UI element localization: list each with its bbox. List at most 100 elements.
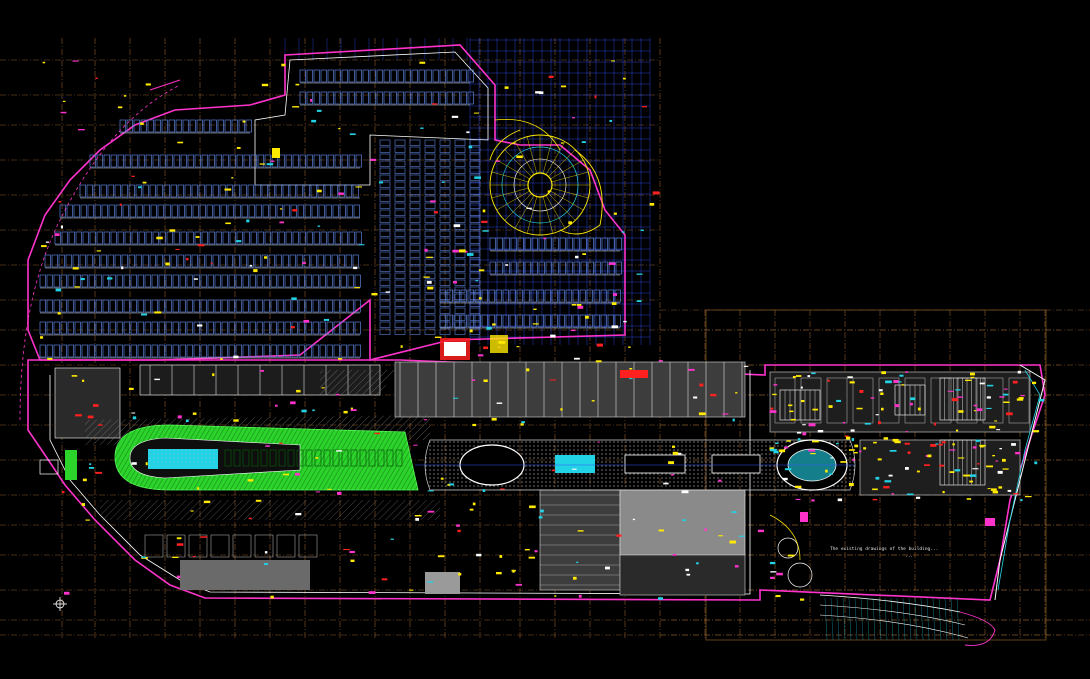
parking-stall	[469, 160, 481, 167]
annotation-mark	[905, 371, 908, 373]
annotation-mark	[548, 75, 554, 78]
annotation-mark	[543, 237, 546, 240]
annotation-mark	[773, 450, 779, 454]
annotation-mark	[916, 496, 921, 499]
annotation-mark	[197, 487, 200, 490]
annotation-mark	[58, 201, 62, 203]
annotation-mark	[872, 498, 878, 501]
parking-stall	[180, 231, 187, 245]
parking-stall	[117, 154, 124, 168]
annotation-mark	[323, 318, 330, 321]
annotation-mark	[349, 550, 355, 554]
parking-stall	[165, 299, 172, 313]
parking-stall	[404, 91, 411, 105]
parking-stall	[74, 321, 81, 335]
parking-stall	[509, 289, 516, 303]
parking-stall	[298, 344, 305, 358]
annotation-mark	[427, 581, 434, 583]
annotation-mark	[757, 529, 764, 533]
parking-stall	[404, 69, 411, 83]
parking-stall	[222, 154, 229, 168]
ramp-spoke	[542, 136, 554, 174]
parking-stall	[240, 254, 247, 268]
parking-stall	[469, 258, 481, 265]
parking-stall	[137, 299, 144, 313]
parking-stall	[144, 321, 151, 335]
parking-stall	[424, 230, 436, 237]
parking-stall	[93, 254, 100, 268]
parking-stall	[123, 321, 130, 335]
annotation-mark	[427, 490, 434, 492]
parking-stall	[39, 344, 46, 358]
parking-stall	[319, 321, 326, 335]
parking-stall	[607, 289, 614, 303]
atrium-bay	[386, 449, 394, 467]
parking-stall	[340, 274, 347, 288]
annotation-mark	[808, 423, 816, 427]
parking-stall	[454, 314, 466, 321]
parking-stall	[379, 293, 391, 300]
parking-stall	[67, 299, 74, 313]
parking-stall	[439, 314, 446, 328]
parking-stall	[334, 91, 341, 105]
step-line	[866, 597, 870, 641]
annotation-mark	[349, 133, 356, 135]
annotation-mark	[939, 464, 945, 467]
annotation-mark	[464, 250, 468, 253]
shop-unit	[298, 534, 318, 558]
parking-stall	[326, 344, 333, 358]
annotation-mark	[878, 421, 881, 425]
annotation-mark	[623, 320, 627, 323]
parking-stall	[394, 244, 406, 251]
parking-stall	[467, 91, 474, 105]
annotation-mark	[802, 432, 807, 436]
parking-stall	[131, 154, 138, 168]
parking-stall	[559, 261, 566, 275]
annotation-mark	[259, 163, 265, 165]
parking-stall	[394, 237, 406, 244]
annotation-mark	[609, 119, 613, 122]
parking-stall	[173, 154, 180, 168]
parking-stall	[615, 237, 622, 251]
annotation-mark	[259, 370, 264, 372]
parking-stall	[593, 289, 600, 303]
annotation-mark	[142, 181, 147, 184]
parking-stall	[409, 258, 421, 265]
annotation-mark	[792, 376, 796, 379]
parking-stall	[186, 299, 193, 313]
parking-stall	[130, 321, 137, 335]
annotation-mark	[851, 438, 854, 442]
parking-stall	[220, 204, 227, 218]
annotation-mark	[807, 375, 811, 378]
parking-stall	[187, 231, 194, 245]
annotation-mark	[907, 451, 911, 454]
parking-stall	[242, 344, 249, 358]
atrium-bay	[296, 449, 304, 467]
parking-stall	[317, 254, 324, 268]
annotation-mark	[419, 61, 426, 64]
annotation-mark	[787, 554, 795, 557]
parking-stall	[586, 289, 593, 303]
annotation-mark	[881, 407, 884, 411]
parking-stall	[53, 321, 60, 335]
annotation-mark	[57, 312, 61, 315]
parking-stall	[418, 69, 425, 83]
annotation-mark	[905, 431, 908, 433]
annotation-mark	[1002, 458, 1006, 462]
annotation-mark	[302, 262, 306, 264]
annotation-mark	[504, 86, 509, 89]
parking-stall	[409, 237, 421, 244]
parking-stall	[454, 146, 466, 153]
annotation-mark	[381, 578, 388, 581]
parking-stall	[214, 299, 221, 313]
annotation-mark	[597, 441, 600, 443]
annotation-mark	[476, 553, 482, 557]
parking-stall	[454, 195, 466, 202]
annotation-mark	[423, 419, 428, 421]
parking-stall	[135, 184, 142, 198]
ramp-spoke	[548, 149, 576, 177]
parking-stall	[537, 289, 544, 303]
parking-stall	[327, 69, 334, 83]
annotation-mark	[512, 570, 515, 573]
